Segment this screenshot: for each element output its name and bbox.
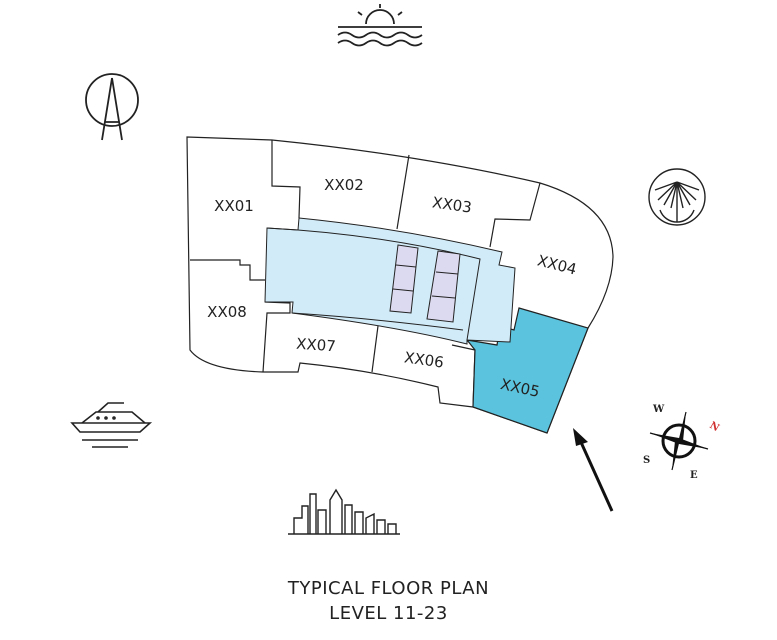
unit-label-xx02[interactable]: XX02 [324, 176, 364, 194]
direction-arrow-icon [573, 428, 614, 512]
unit-label-xx03[interactable]: XX03 [431, 193, 473, 216]
unit-label-xx06[interactable]: XX06 [403, 348, 445, 371]
lift-shafts [389, 244, 461, 323]
yacht-icon [70, 402, 153, 448]
palm-island-icon [648, 168, 706, 226]
sea-sunset-icon [337, 4, 423, 47]
city-skyline-icon [288, 488, 400, 535]
plan-title: TYPICAL FLOOR PLAN [287, 578, 490, 599]
unit-label-xx08[interactable]: XX08 [207, 303, 247, 321]
compass-south-label: S [643, 455, 650, 466]
plan-level: LEVEL 11-23 [329, 603, 448, 624]
compass-icon: N E S W [643, 404, 721, 481]
ferris-wheel-icon [85, 73, 139, 141]
compass-west-label: W [652, 404, 665, 415]
compass-east-label: E [690, 470, 698, 481]
unit-label-xx01[interactable]: XX01 [214, 197, 254, 215]
compass-north-label: N [708, 420, 721, 434]
unit-label-xx07[interactable]: XX07 [296, 335, 337, 356]
